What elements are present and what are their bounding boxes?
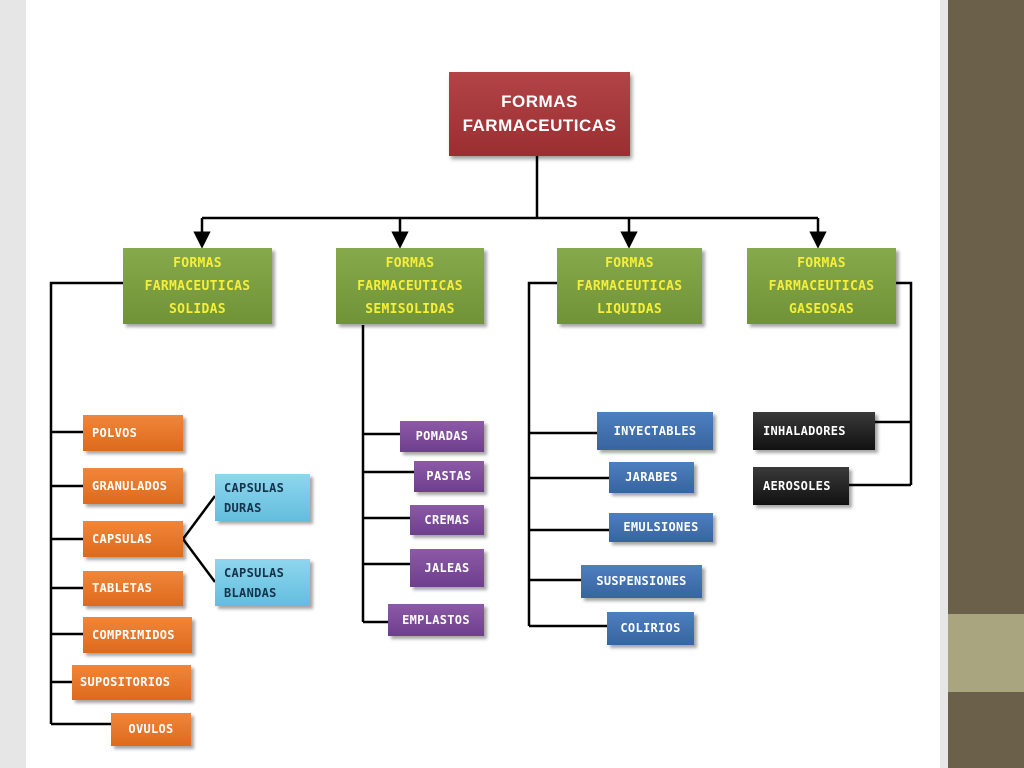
item-suspensiones: SUSPENSIONES <box>581 565 702 598</box>
root-node-formas-farmaceuticas: FORMAS FARMACEUTICAS <box>449 72 630 156</box>
item-capsulas-duras: CAPSULAS DURAS <box>215 474 310 521</box>
item-tabletas: TABLETAS <box>83 571 183 606</box>
category-semisolidas: FORMAS FARMACEUTICAS SEMISOLIDAS <box>336 248 484 324</box>
item-granulados: GRANULADOS <box>83 468 183 504</box>
item-jarabes: JARABES <box>609 462 694 493</box>
side-band-bottom <box>948 692 1024 768</box>
item-inyectables: INYECTABLES <box>597 412 713 450</box>
item-capsulas-blandas: CAPSULAS BLANDAS <box>215 559 310 606</box>
solidas-spine <box>49 281 123 724</box>
side-band-top <box>948 0 1024 614</box>
item-pastas: PASTAS <box>414 461 484 492</box>
item-pomadas: POMADAS <box>400 421 484 452</box>
item-supositorios: SUPOSITORIOS <box>72 665 191 700</box>
item-comprimidos: COMPRIMIDOS <box>83 617 192 653</box>
item-ovulos: OVULOS <box>111 713 191 746</box>
capsulas-link-blandas <box>181 538 217 583</box>
category-solidas: FORMAS FARMACEUTICAS SOLIDAS <box>123 248 272 324</box>
item-emulsiones: EMULSIONES <box>609 513 713 542</box>
item-inhaladores: INHALADORES <box>753 412 875 450</box>
gaseosas-spine <box>896 281 913 485</box>
category-liquidas: FORMAS FARMACEUTICAS LIQUIDAS <box>557 248 702 324</box>
item-aerosoles: AEROSOLES <box>753 467 849 505</box>
item-colirios: COLIRIOS <box>607 612 694 645</box>
side-band-accent <box>948 614 1024 692</box>
item-polvos: POLVOS <box>83 415 183 451</box>
liquidas-spine <box>527 281 557 626</box>
item-emplastos: EMPLASTOS <box>388 604 484 636</box>
item-cremas: CREMAS <box>410 505 484 535</box>
category-gaseosas: FORMAS FARMACEUTICAS GASEOSAS <box>747 248 896 324</box>
capsulas-link-duras <box>181 495 217 540</box>
item-capsulas: CAPSULAS <box>83 521 183 557</box>
item-jaleas: JALEAS <box>410 549 484 587</box>
